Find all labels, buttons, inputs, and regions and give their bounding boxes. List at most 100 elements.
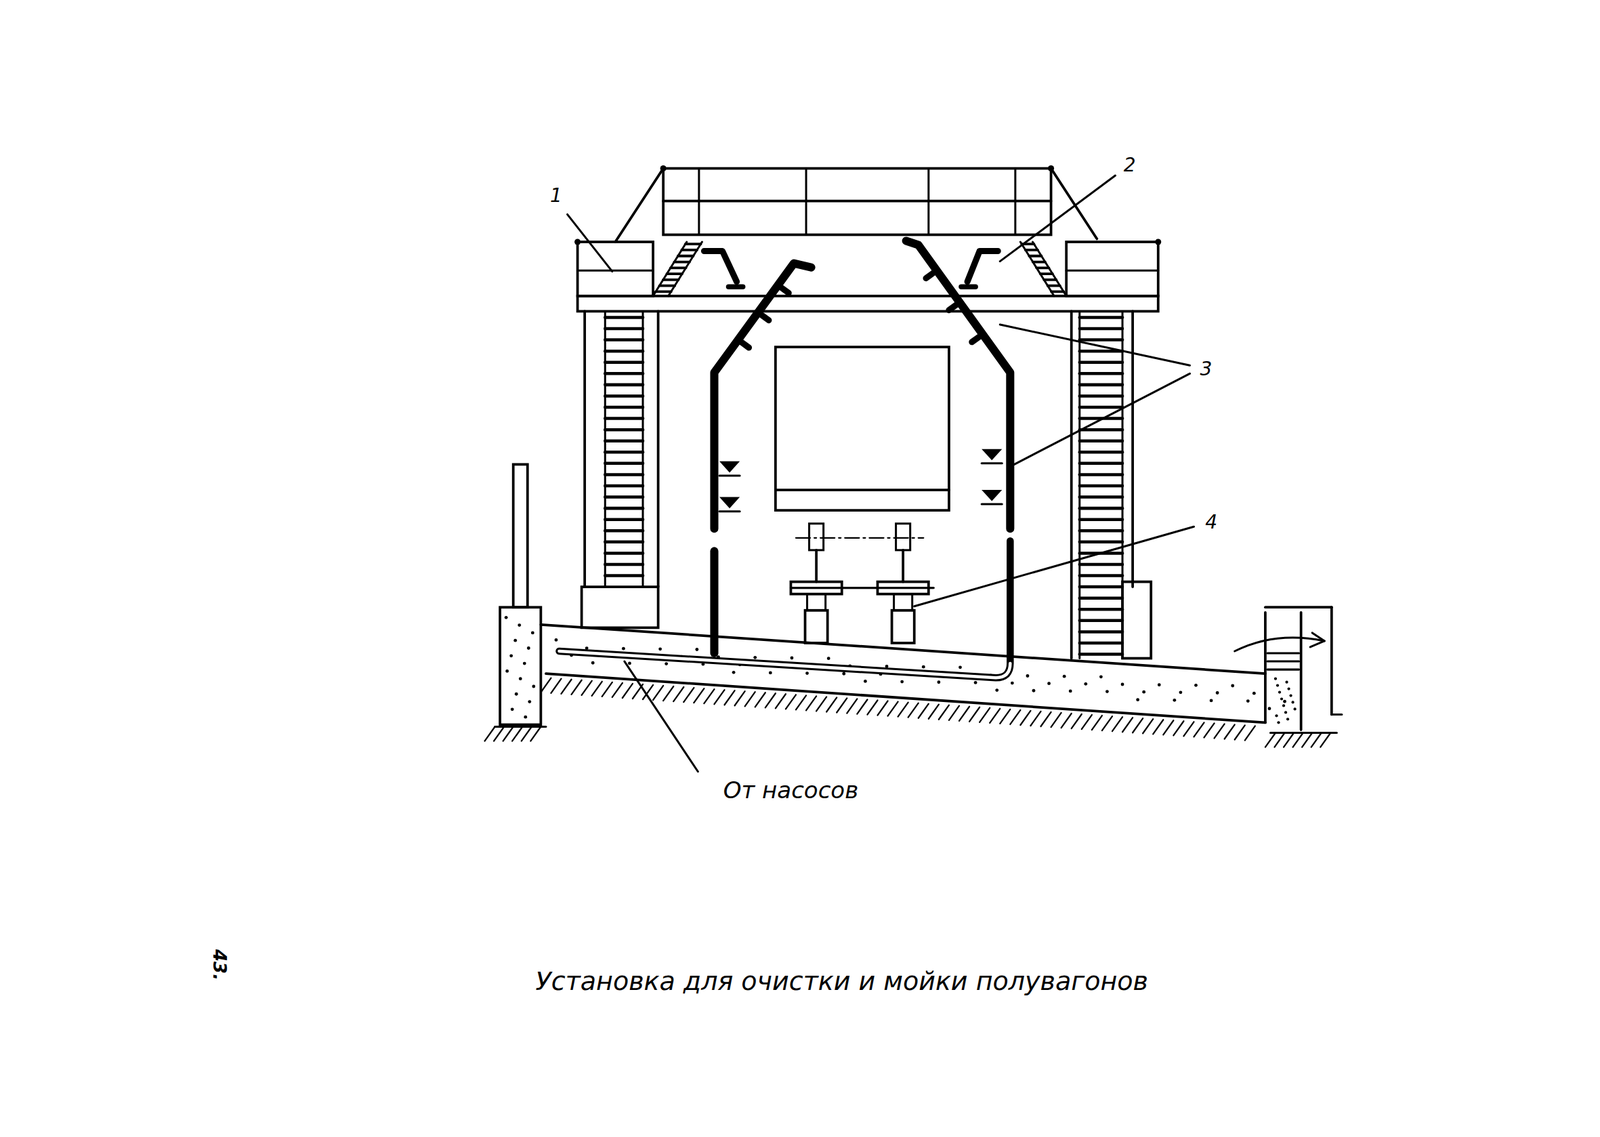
frame-line	[1066, 269, 1159, 272]
concrete-dot	[768, 671, 773, 675]
concrete-dot	[509, 653, 513, 658]
leader-line	[999, 324, 1190, 366]
bogie-part	[896, 523, 911, 551]
ladder-rung	[604, 472, 643, 477]
ground-line	[495, 725, 546, 728]
ground-hatch	[846, 698, 857, 713]
ladder-rung	[1079, 450, 1123, 454]
ground-hatch	[663, 686, 674, 701]
ground-hatch	[734, 690, 746, 706]
ladder-rung	[1028, 254, 1042, 258]
column-base	[1122, 581, 1151, 659]
callout-number: 4	[1205, 512, 1218, 534]
block	[1066, 241, 1159, 297]
concrete-dot	[1026, 674, 1030, 678]
ground-hatch	[836, 697, 847, 712]
ladder-rung	[604, 394, 643, 398]
concrete-dot	[664, 661, 668, 666]
pit-wall	[1299, 612, 1303, 730]
pit-step	[1267, 660, 1300, 663]
ladder-rung	[604, 495, 643, 499]
concrete-dot	[1282, 703, 1286, 707]
leader-line	[624, 661, 698, 772]
ground-hatch	[1293, 732, 1304, 748]
ground-hatch	[540, 678, 551, 693]
column-edge	[583, 310, 586, 587]
concrete-dot	[1285, 680, 1288, 684]
supply-pipe	[558, 540, 1010, 678]
ground-hatch	[979, 707, 990, 723]
post-footing	[499, 606, 541, 725]
ground-hatch	[1020, 710, 1031, 725]
leader-line	[914, 526, 1195, 606]
ground-hatch	[1274, 732, 1285, 748]
nozzle-line	[719, 474, 740, 477]
callout-number: 1	[550, 185, 563, 207]
concrete-dot	[591, 661, 595, 665]
top-nozzle	[703, 251, 737, 282]
roof-brace	[615, 168, 664, 242]
ladder-rung	[1079, 438, 1123, 443]
concrete-dot	[1010, 681, 1015, 685]
ground-hatch	[775, 693, 786, 708]
ground-hatch	[592, 681, 603, 696]
concrete-dot	[753, 655, 757, 660]
ground-hatch	[622, 683, 633, 698]
ground-hatch	[765, 692, 776, 708]
bogie-part	[807, 594, 826, 611]
concrete-dot	[1276, 720, 1280, 724]
roof-frame	[663, 168, 1051, 236]
ground-hatch	[949, 705, 960, 721]
ladder-rung	[1079, 596, 1123, 600]
ladder-rung	[604, 383, 643, 387]
flow-arrow	[1310, 632, 1325, 647]
post	[513, 464, 528, 607]
ladder-rung	[1079, 394, 1123, 398]
page-number: 43.	[209, 948, 230, 980]
ground-hatch	[1173, 720, 1184, 735]
ladder-rung	[1079, 484, 1123, 488]
ladder-rung	[663, 278, 679, 282]
concrete-dot	[1278, 690, 1281, 693]
concrete-dot	[1062, 674, 1067, 679]
frame-line	[1014, 168, 1017, 236]
ground-hatch	[1311, 732, 1322, 748]
ladder-rung	[604, 416, 643, 420]
ground-hatch	[1214, 723, 1225, 738]
concrete-dot	[1246, 699, 1250, 703]
ground-hatch	[856, 699, 868, 714]
ground-hatch	[1320, 732, 1331, 748]
frame-line	[697, 168, 700, 236]
concrete-dot	[518, 676, 523, 681]
concrete-dot	[827, 656, 831, 660]
concrete-dot	[1276, 684, 1279, 687]
ladder-rung	[604, 573, 643, 578]
ground-hatch	[503, 726, 514, 741]
joint-dot	[1047, 165, 1055, 172]
ground-hatch	[1193, 722, 1204, 737]
ground-hatch	[653, 685, 664, 700]
rail-support	[892, 610, 915, 643]
concrete-dot	[1068, 688, 1073, 693]
ladder-rung	[681, 248, 698, 252]
concrete-dot	[1282, 699, 1287, 704]
ladder-rung	[1025, 248, 1038, 252]
ground-hatch	[959, 706, 970, 721]
bogie-rod	[814, 550, 818, 582]
column-base	[581, 586, 659, 628]
bogie-part	[809, 523, 824, 551]
concrete-dot	[523, 715, 528, 719]
wash-pipe	[709, 550, 719, 654]
ladder-rung	[1043, 278, 1057, 282]
ladder-rung	[604, 327, 643, 331]
ladder-rung	[1047, 284, 1061, 288]
concrete-dot	[1157, 682, 1162, 687]
concrete-dot	[510, 707, 515, 711]
ladder-rung	[1051, 290, 1064, 294]
concrete-dot	[504, 615, 509, 620]
frame-line	[775, 488, 950, 492]
ladder-rung	[604, 506, 643, 511]
ground-hatch	[999, 709, 1010, 724]
ground-hatch	[745, 691, 756, 706]
ground-hatch	[938, 705, 950, 720]
